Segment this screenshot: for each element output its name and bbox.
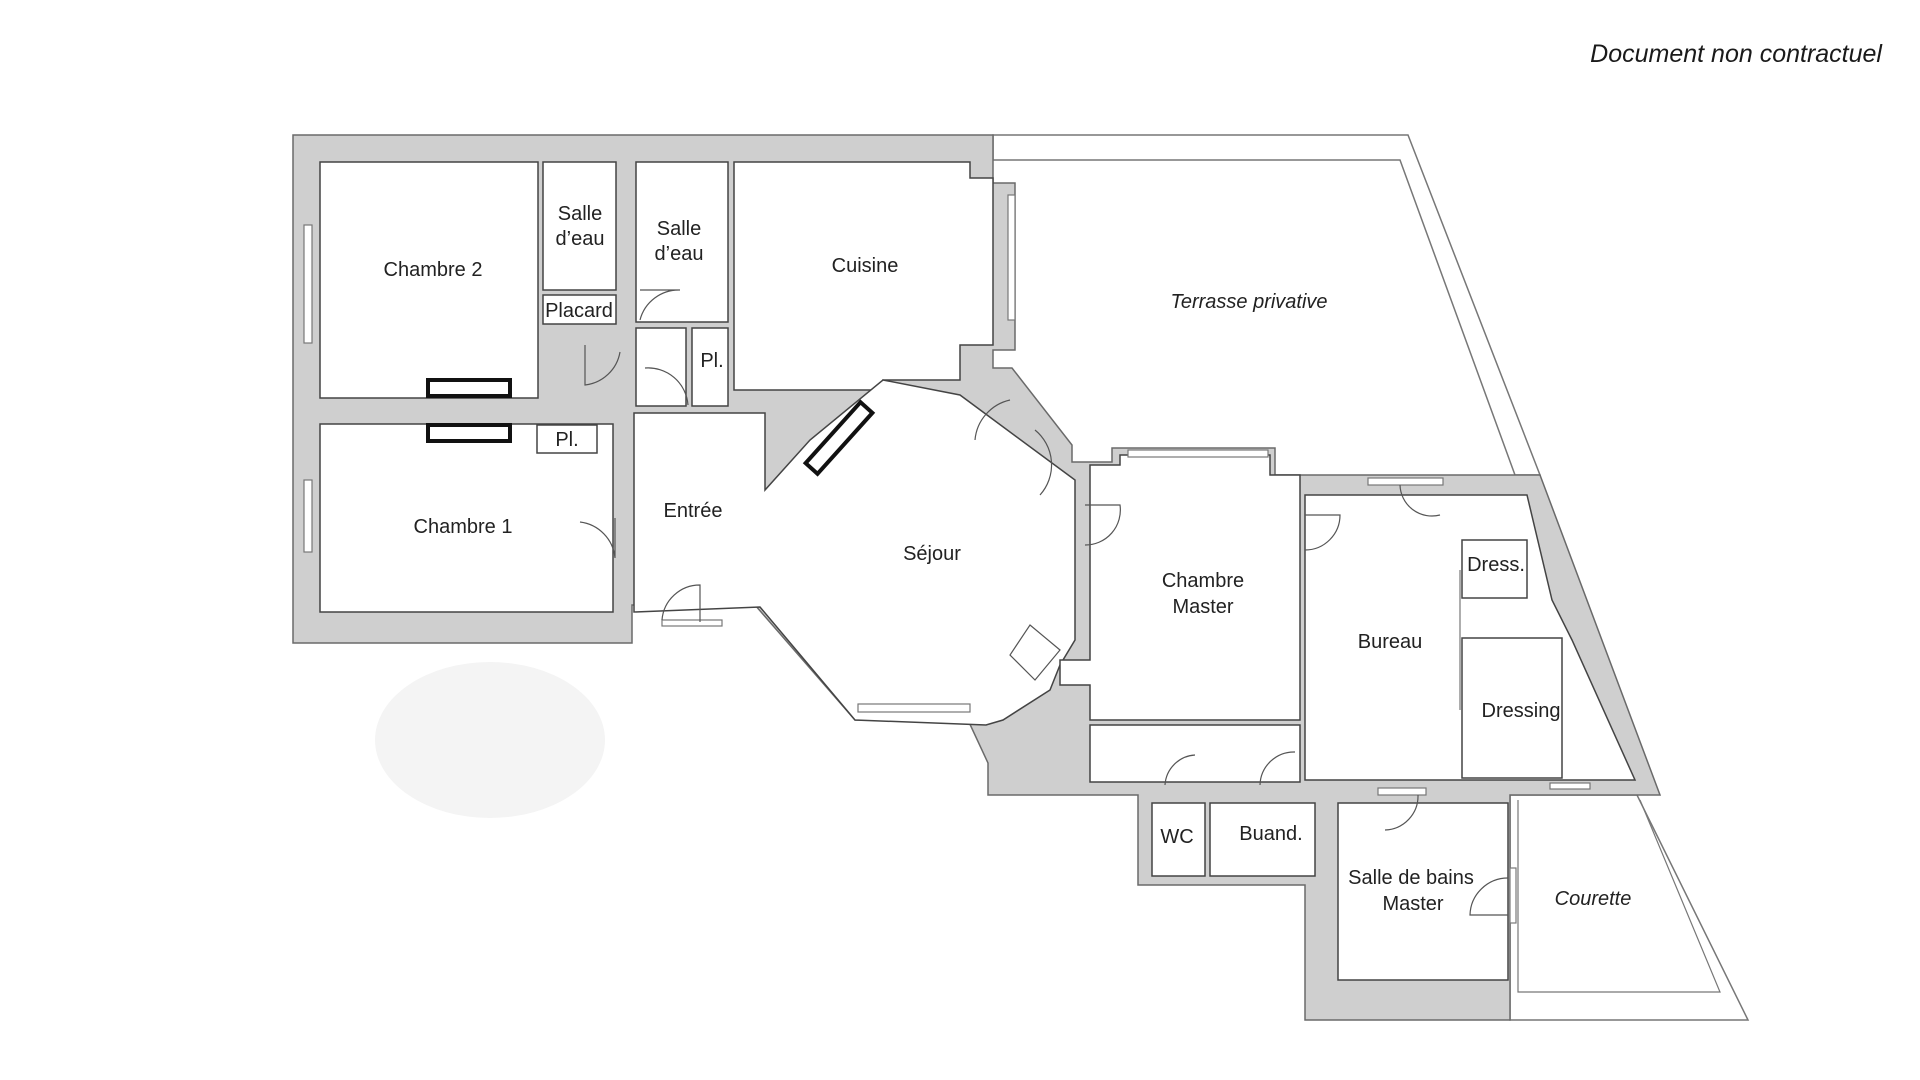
door-bureau-window — [1399, 484, 1441, 517]
door-buanderie — [1259, 751, 1296, 786]
label-salle-eau-2-line1: Salle — [657, 218, 701, 240]
door-sdb — [1384, 794, 1419, 831]
window-bureau — [1367, 477, 1444, 486]
door-corridor — [644, 367, 689, 406]
window-chambre1 — [303, 479, 313, 553]
room-dressing — [1461, 637, 1563, 779]
window-chambre-master — [1127, 449, 1269, 458]
window-sejour-bottom — [857, 703, 971, 713]
door-bureau — [1304, 514, 1341, 551]
label-entree: Entrée — [664, 500, 723, 522]
door-salle-eau-2 — [639, 289, 681, 321]
room-buanderie — [1209, 802, 1316, 877]
window-entree — [661, 619, 723, 627]
room-placard — [542, 294, 617, 325]
fireplace-chambre2 — [426, 378, 512, 398]
room-wc — [1151, 802, 1206, 877]
disclaimer-text: Document non contractuel — [1590, 40, 1882, 68]
label-chambre2: Chambre 2 — [384, 259, 483, 281]
room-pl-top — [691, 327, 729, 407]
room-hallway-bottom — [1089, 724, 1301, 783]
room-chambre1 — [319, 423, 614, 613]
door-chambre1 — [579, 518, 616, 559]
room-chambre-master — [1059, 454, 1301, 721]
window-bureau-bottom — [1549, 782, 1591, 790]
window-sdb — [1377, 787, 1427, 796]
door-sejour-master — [1009, 624, 1061, 681]
label-dress: Dress. — [1467, 554, 1525, 576]
label-terrasse: Terrasse privative — [1170, 291, 1327, 313]
label-sdb-master-line1: Salle de bains — [1348, 867, 1474, 889]
watermark — [375, 662, 605, 818]
door-sejour-terrace-2 — [1034, 429, 1053, 496]
label-cuisine: Cuisine — [832, 255, 899, 277]
window-courette-side — [1509, 867, 1517, 924]
door-entree — [661, 584, 701, 622]
label-bureau: Bureau — [1358, 631, 1423, 653]
door-wc — [1164, 754, 1196, 786]
courette-inner — [1517, 799, 1721, 993]
window-chambre2 — [303, 224, 313, 344]
door-chambre2 — [584, 345, 621, 386]
label-salle-eau-2-line2: d’eau — [655, 243, 704, 265]
label-pl-top: Pl. — [700, 350, 723, 372]
label-buanderie: Buand. — [1239, 823, 1302, 845]
room-pl-left — [536, 424, 598, 454]
label-dressing: Dressing — [1482, 700, 1561, 722]
label-salle-eau-1-line2: d’eau — [556, 228, 605, 250]
room-salle-eau-2 — [635, 161, 729, 323]
door-sdb-courette — [1469, 877, 1509, 916]
fireplace-chambre1 — [426, 423, 512, 443]
door-chambre-master — [1084, 504, 1121, 546]
room-salle-eau-1 — [542, 161, 617, 291]
room-chambre2 — [319, 161, 539, 399]
label-placard: Placard — [545, 300, 613, 322]
label-courette: Courette — [1555, 888, 1632, 910]
room-sdb-master — [1337, 802, 1509, 981]
label-chambre1: Chambre 1 — [414, 516, 513, 538]
label-chambre-master-line2: Master — [1172, 596, 1233, 618]
label-pl-left: Pl. — [555, 429, 578, 451]
room-cuisine — [733, 161, 994, 391]
label-sdb-master-line2: Master — [1382, 893, 1443, 915]
label-sejour: Séjour — [903, 543, 961, 565]
room-entree-sejour — [633, 379, 1076, 726]
fireplace-sejour — [802, 399, 876, 477]
label-salle-eau-1-line1: Salle — [558, 203, 602, 225]
door-sejour-terrace-1 — [974, 399, 1011, 441]
room-corridor-small — [635, 327, 687, 407]
label-chambre-master-line1: Chambre — [1162, 570, 1244, 592]
label-wc: WC — [1160, 826, 1193, 848]
window-cuisine — [1007, 194, 1016, 321]
room-dress — [1461, 539, 1528, 599]
